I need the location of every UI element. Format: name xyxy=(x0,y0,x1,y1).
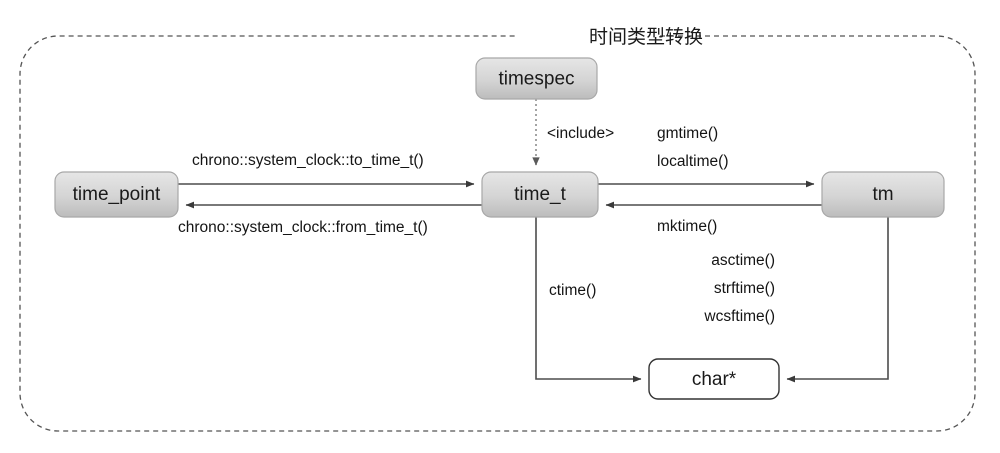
node-tm-label: tm xyxy=(872,184,893,205)
edge-label-asctime: asctime() xyxy=(711,252,775,269)
edge-timespec-to-time_t: <include> xyxy=(532,99,614,166)
edge-tm-to-time_t: mktime() xyxy=(605,201,822,235)
edge-label-from-time-t: chrono::system_clock::from_time_t() xyxy=(178,219,428,236)
node-time_t[interactable]: time_t xyxy=(481,171,599,218)
edge-label-mktime: mktime() xyxy=(657,218,717,235)
edge-label-to-time-t: chrono::system_clock::to_time_t() xyxy=(192,152,424,169)
edge-label-ctime: ctime() xyxy=(549,282,596,299)
node-time_point-label: time_point xyxy=(73,184,161,205)
node-charp[interactable]: char* xyxy=(648,358,780,400)
edge-time_point-to-time_t: chrono::system_clock::to_time_t() xyxy=(177,152,475,188)
edge-label-localtime: localtime() xyxy=(657,153,728,170)
edge-time_t-to-time_point: chrono::system_clock::from_time_t() xyxy=(178,201,482,236)
edge-label-gmtime: gmtime() xyxy=(657,125,718,142)
edge-time_t-to-tm: gmtime() localtime() xyxy=(598,125,815,188)
node-timespec-label: timespec xyxy=(498,69,574,90)
edge-label-include: <include> xyxy=(547,125,614,142)
frame-title: 时间类型转换 xyxy=(589,26,703,48)
node-charp-label: char* xyxy=(692,369,737,390)
edge-tm-to-charp: asctime() strftime() wcsftime() xyxy=(703,217,889,383)
node-time_t-label: time_t xyxy=(514,184,566,205)
edge-label-wcsftime: wcsftime() xyxy=(703,308,775,325)
node-tm[interactable]: tm xyxy=(821,171,945,218)
edge-label-strftime: strftime() xyxy=(714,280,775,297)
diagram-frame xyxy=(19,35,976,432)
node-time_point[interactable]: time_point xyxy=(54,171,179,218)
edge-time_t-to-charp: ctime() xyxy=(535,217,642,383)
node-timespec[interactable]: timespec xyxy=(475,57,598,100)
